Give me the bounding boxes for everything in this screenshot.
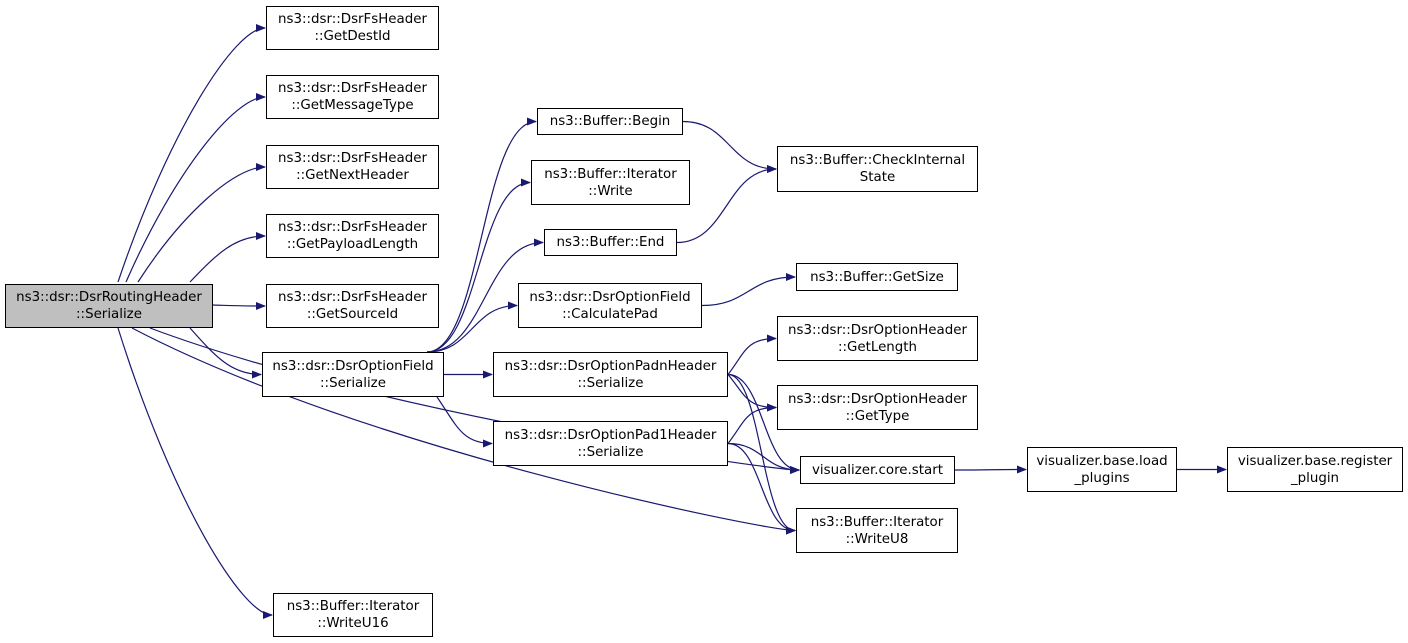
node-label: ::GetType xyxy=(845,408,910,424)
node-label: _plugins xyxy=(1074,470,1130,486)
node-label: ns3::Buffer::Iterator xyxy=(810,514,944,530)
node-visualizer-load-plugins[interactable]: visualizer.base.load _plugins xyxy=(1027,447,1177,492)
node-label: visualizer.base.register xyxy=(1237,453,1393,469)
edge-optfield_ser-to-buf_begin xyxy=(426,117,537,353)
node-getdestid[interactable]: ns3::dsr::DsrFsHeader ::GetDestId xyxy=(266,6,439,50)
node-label: ns3::dsr::DsrOptionPadnHeader xyxy=(504,358,717,374)
node-label: ns3::Buffer::Iterator xyxy=(286,599,420,614)
edge-root-to-writeu8 xyxy=(131,327,796,535)
node-optionfield-serialize[interactable]: ns3::dsr::DsrOptionField ::Serialize xyxy=(262,352,444,397)
edge-padn_ser-to-vcore xyxy=(727,373,800,474)
node-label: ns3::dsr::DsrRoutingHeader xyxy=(16,290,202,305)
node-label: ns3::Buffer::Begin xyxy=(549,114,671,129)
edge-pad1_ser-to-writeu8 xyxy=(727,442,796,535)
node-label: ns3::Buffer::Iterator xyxy=(544,166,677,182)
node-root-serialize: ns3::dsr::DsrRoutingHeader ::Serialize xyxy=(5,284,213,328)
node-padnheader-serialize[interactable]: ns3::dsr::DsrOptionPadnHeader ::Serializ… xyxy=(493,352,728,397)
node-label: ::Serialize xyxy=(577,444,644,460)
edge-root-to-writeu16 xyxy=(117,327,273,619)
node-label: ns3::dsr::DsrFsHeader xyxy=(277,290,427,305)
node-buffer-begin[interactable]: ns3::Buffer::Begin xyxy=(537,108,683,135)
node-calculatepad[interactable]: ns3::dsr::DsrOptionField ::CalculatePad xyxy=(518,283,702,328)
node-label: ::GetPayloadLength xyxy=(286,237,419,252)
edge-optfield_ser-to-buf_end xyxy=(426,238,544,353)
edge-root-to-getsourceid xyxy=(212,301,266,310)
node-label: visualizer.base.load xyxy=(1036,453,1168,469)
node-label: ns3::dsr::DsrFsHeader xyxy=(277,220,427,235)
node-label: ::GetMessageType xyxy=(291,98,414,113)
edge-padn_ser-to-getlength xyxy=(727,334,777,375)
edge-root-to-getdestid xyxy=(117,24,266,283)
node-optionheader-getlength[interactable]: ns3::dsr::DsrOptionHeader ::GetLength xyxy=(777,316,978,361)
node-label: ns3::Buffer::GetSize xyxy=(810,269,944,285)
node-buffer-getsize[interactable]: ns3::Buffer::GetSize xyxy=(796,263,958,291)
edge-buf_begin-to-checkint xyxy=(682,120,777,173)
edge-buf_end-to-checkint xyxy=(676,165,777,244)
node-label: ns3::dsr::DsrOptionPad1Header xyxy=(504,427,717,443)
node-label: ::CalculatePad xyxy=(562,306,658,322)
edge-root-to-getmessagetype xyxy=(125,93,266,283)
edge-calcpad-to-getsize xyxy=(701,273,796,307)
node-getnextheader[interactable]: ns3::dsr::DsrFsHeader ::GetNextHeader xyxy=(266,145,439,189)
node-iterator-writeu8[interactable]: ns3::Buffer::Iterator ::WriteU8 xyxy=(796,508,958,553)
node-label: ns3::dsr::DsrOptionField xyxy=(529,289,691,305)
node-visualizer-register-plugin[interactable]: visualizer.base.register _plugin xyxy=(1227,447,1403,492)
edge-optfield_ser-to-pad1_ser xyxy=(436,396,493,448)
edge-root-to-getpayloadlen xyxy=(189,232,266,283)
edge-root-to-optfield_ser xyxy=(189,327,262,379)
node-checkinternalstate[interactable]: ns3::Buffer::CheckInternal State xyxy=(777,146,978,192)
node-label: ns3::dsr::DsrOptionField xyxy=(272,358,434,374)
edge-padn_ser-to-gettype xyxy=(727,374,777,412)
node-label: ::Serialize xyxy=(76,307,142,322)
node-label: ::Write xyxy=(588,183,633,199)
node-label: ::WriteU8 xyxy=(845,531,909,547)
node-pad1header-serialize[interactable]: ns3::dsr::DsrOptionPad1Header ::Serializ… xyxy=(493,421,728,466)
node-label: ns3::dsr::DsrOptionHeader xyxy=(787,391,967,407)
node-label: ns3::dsr::DsrFsHeader xyxy=(277,12,427,27)
node-buffer-end[interactable]: ns3::Buffer::End xyxy=(544,229,677,256)
node-label: ::GetSourceId xyxy=(306,307,399,322)
node-label: ns3::dsr::DsrOptionHeader xyxy=(787,322,967,338)
node-optionheader-gettype[interactable]: ns3::dsr::DsrOptionHeader ::GetType xyxy=(777,385,978,430)
node-label: ::GetNextHeader xyxy=(296,168,409,183)
edge-pad1_ser-to-gettype xyxy=(727,403,777,444)
node-label: ::Serialize xyxy=(320,375,386,391)
node-label: visualizer.core.start xyxy=(811,462,943,478)
node-label: ns3::Buffer::End xyxy=(556,235,665,250)
edge-optfield_ser-to-calcpad xyxy=(426,301,518,353)
node-writeu16[interactable]: ns3::Buffer::Iterator ::WriteU16 xyxy=(273,593,433,637)
edge-root-to-getnextheader xyxy=(137,163,266,283)
node-label: ns3::Buffer::CheckInternal xyxy=(789,153,966,168)
node-label: State xyxy=(859,170,896,185)
node-iterator-write[interactable]: ns3::Buffer::Iterator ::Write xyxy=(531,160,690,205)
edge-vcore-to-vload xyxy=(954,465,1027,474)
node-getpayloadlength[interactable]: ns3::dsr::DsrFsHeader ::GetPayloadLength xyxy=(266,214,439,258)
edge-optfield_ser-to-it_write xyxy=(426,178,531,353)
node-label: ::GetDestId xyxy=(314,29,391,44)
node-getsourceid[interactable]: ns3::dsr::DsrFsHeader ::GetSourceId xyxy=(266,284,439,328)
node-label: ::GetLength xyxy=(837,339,918,355)
node-label: ns3::dsr::DsrFsHeader xyxy=(277,81,427,96)
edge-pad1_ser-to-vcore xyxy=(727,442,800,474)
node-label: ::WriteU16 xyxy=(317,616,389,631)
node-label: ns3::dsr::DsrFsHeader xyxy=(277,151,427,166)
node-label: _plugin xyxy=(1290,470,1340,486)
node-getmessagetype[interactable]: ns3::dsr::DsrFsHeader ::GetMessageType xyxy=(266,75,439,119)
node-label: ::Serialize xyxy=(577,375,644,391)
edge-padn_ser-to-writeu8 xyxy=(727,373,796,535)
node-visualizer-core-start[interactable]: visualizer.core.start xyxy=(800,456,955,484)
